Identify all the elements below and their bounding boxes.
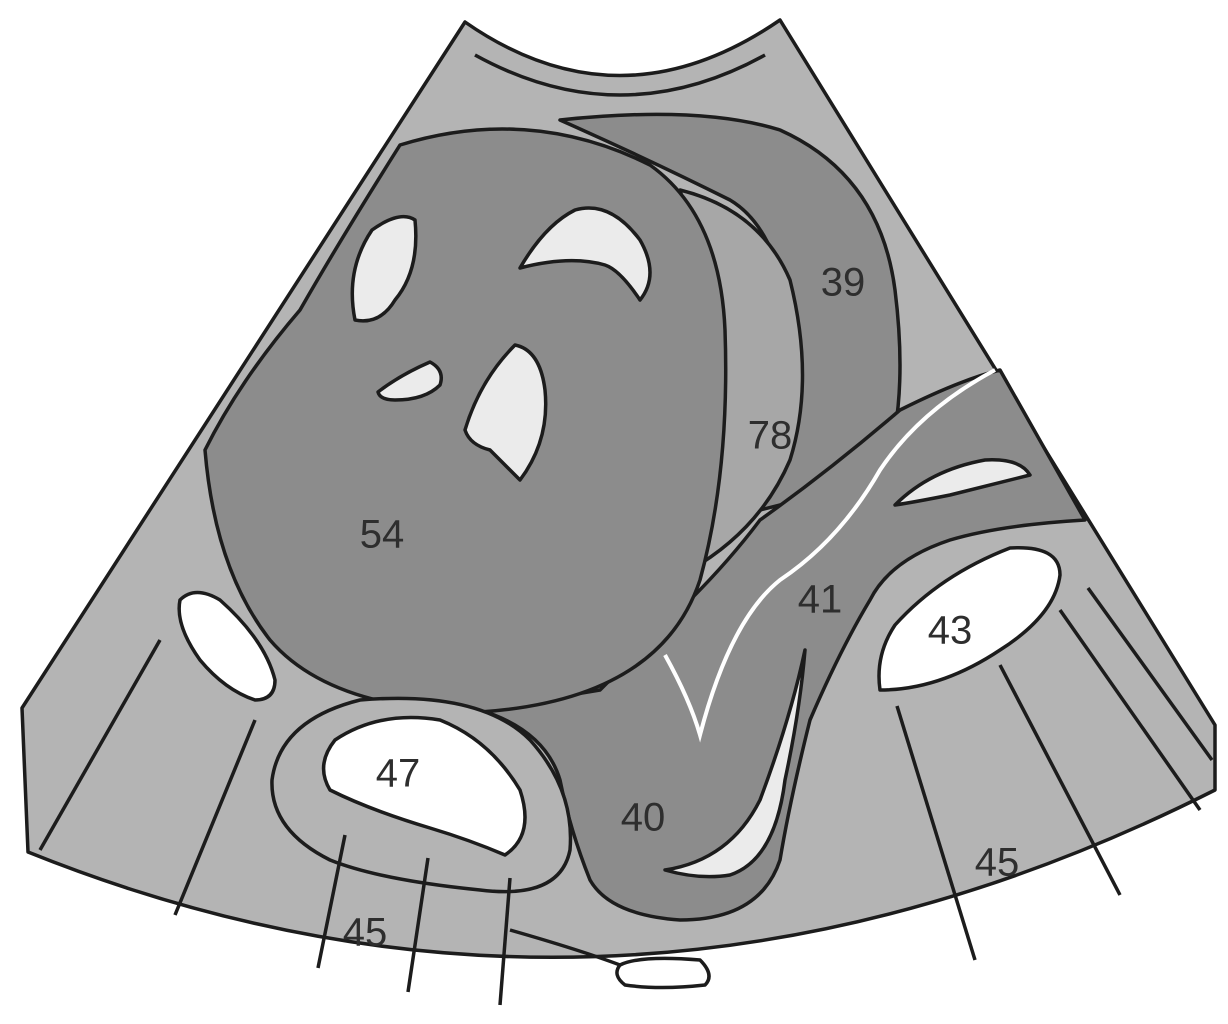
label-43: 43 [928, 609, 973, 653]
label-54: 54 [360, 513, 405, 557]
label-39: 39 [821, 261, 866, 305]
structure-54 [205, 129, 726, 712]
label-78: 78 [748, 414, 793, 458]
label-45-left: 45 [343, 911, 388, 955]
label-40: 40 [621, 796, 666, 840]
label-41: 41 [798, 578, 843, 622]
label-47: 47 [376, 752, 421, 796]
bottom-small-cavity [617, 958, 709, 987]
label-45-right: 45 [975, 841, 1020, 885]
